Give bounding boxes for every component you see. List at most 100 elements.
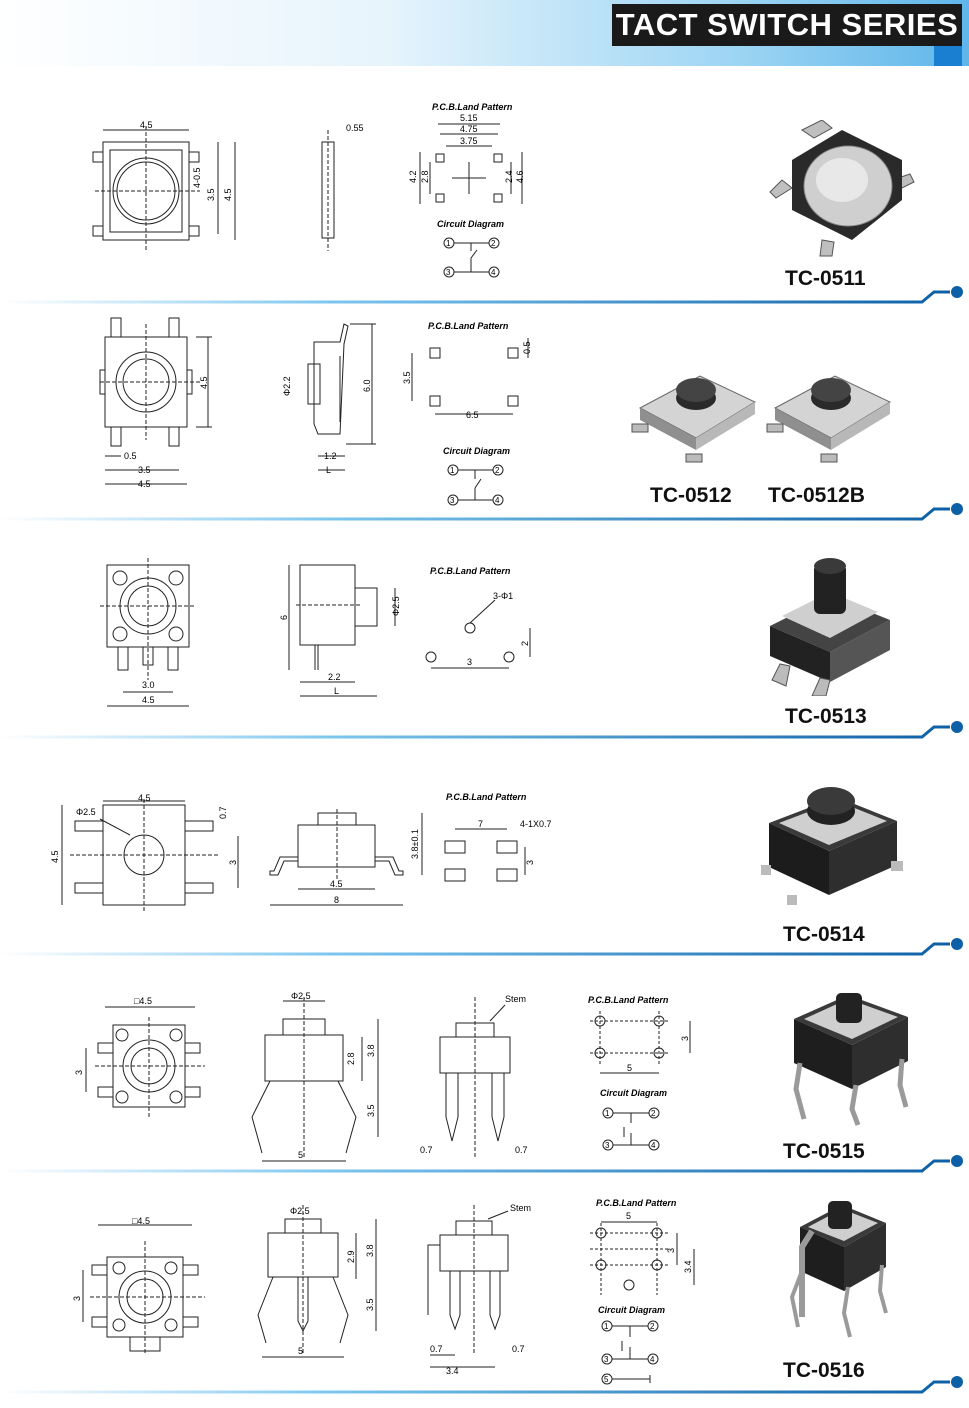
dim-label: Φ2.5	[76, 807, 96, 817]
dim-label: 1.2	[324, 451, 337, 461]
dim-label: 5.15	[460, 113, 478, 123]
pin-1: 1	[604, 1322, 609, 1331]
product-image-tc-0511	[769, 120, 915, 257]
product-image-tc-0514	[761, 787, 903, 905]
dim-label: 3.0	[142, 680, 155, 690]
pin-3: 3	[446, 268, 451, 277]
dim-label: 4.5	[138, 793, 151, 803]
dim-label: 4.75	[460, 124, 478, 134]
pin-1: 1	[605, 1109, 610, 1118]
dim-label: 5	[626, 1211, 631, 1221]
pcb-title: P.C.B.Land Pattern	[588, 995, 669, 1005]
dim-label: Φ2.5	[391, 596, 401, 616]
dim-label: 0.7	[218, 806, 228, 819]
dim-label: 6.5	[466, 410, 479, 420]
dim-label: 5	[298, 1150, 303, 1160]
dim-label: 3.75	[460, 136, 478, 146]
dim-label: 3	[525, 860, 535, 865]
product-image-tc-0515	[793, 993, 909, 1126]
pin-4: 4	[651, 1141, 656, 1150]
dim-label: 4.5	[199, 376, 209, 389]
pin-2: 2	[651, 1109, 656, 1118]
dim-label: 0.55	[346, 123, 364, 133]
pin-1: 1	[446, 239, 451, 248]
dim-label: 4-0.5	[192, 167, 202, 188]
dim-label: 3.4	[683, 1260, 693, 1273]
pcb-title: P.C.B.Land Pattern	[446, 792, 527, 802]
pcb-title: P.C.B.Land Pattern	[596, 1198, 677, 1208]
dim-label: 4-1X0.7	[520, 819, 552, 829]
product-image-tc-0512b	[766, 375, 892, 463]
dim-label: 0.7	[512, 1344, 525, 1354]
dim-label: 0.7	[515, 1145, 528, 1155]
dim-label: 6.0	[362, 379, 372, 392]
dim-label: 2.8	[420, 170, 430, 183]
dim-label: 3.8	[365, 1244, 375, 1257]
drawing-tc-0511: 4.5 0.55 4-0.5 3.5 4.5 P.C.B.Land Patter…	[92, 102, 525, 278]
dim-label: 4.5	[330, 879, 343, 889]
section-tc-0511: 4.5 0.55 4-0.5 3.5 4.5 P.C.B.Land Patter…	[0, 66, 969, 304]
dim-label: 0.5	[124, 451, 137, 461]
pin-5: 5	[604, 1375, 609, 1384]
dim-label: 4.2	[408, 170, 418, 183]
product-image-tc-0516	[789, 1201, 888, 1338]
pin-4: 4	[491, 268, 496, 277]
dim-label: □4.5	[132, 1216, 150, 1226]
model-label: TC-0512B	[768, 484, 865, 507]
section-tc-0513: 3.0 4.5 6 Φ2.5 2.2 L P.C.B.Land Pattern …	[0, 520, 969, 739]
circuit-title: Circuit Diagram	[600, 1088, 667, 1098]
model-label: TC-0515	[783, 1140, 865, 1163]
dim-label: 3	[666, 1248, 676, 1253]
dim-label: 4.5	[142, 695, 155, 705]
pin-3: 3	[450, 496, 455, 505]
product-image-tc-0513	[770, 558, 890, 696]
dim-label: 7	[478, 819, 483, 829]
dim-label: L	[326, 465, 331, 475]
pcb-title: P.C.B.Land Pattern	[430, 566, 511, 576]
circuit-title: Circuit Diagram	[443, 446, 510, 456]
dim-label: 3	[680, 1036, 690, 1041]
dim-label: 4.6	[515, 170, 525, 183]
pcb-title: P.C.B.Land Pattern	[428, 321, 509, 331]
dim-label: 3.5	[206, 188, 216, 201]
pin-4: 4	[650, 1355, 655, 1364]
dim-label: 2.8	[346, 1052, 356, 1065]
dim-label: Φ2.5	[291, 991, 311, 1001]
dim-label: 3.4	[446, 1366, 459, 1376]
product-image-tc-0512	[631, 375, 757, 463]
section-tc-0516: □4.5 3 Φ2.5 2.9 3.8 3.5 5 Stem 0.7 0.7 3…	[0, 1175, 969, 1398]
drawing-tc-0514: 4.5 Φ2.5 0.7 4.5 3 3.8±0.1 4.5 8 P.C.B.L…	[50, 792, 552, 911]
dim-label: 4.5	[223, 188, 233, 201]
model-label: TC-0512	[650, 484, 732, 507]
dim-label: 3.5	[138, 465, 151, 475]
dim-label: 3.5	[402, 371, 412, 384]
pin-2: 2	[495, 466, 500, 475]
dim-label: 3-Φ1	[493, 591, 513, 601]
stem-label: Stem	[505, 994, 526, 1004]
dim-label: Φ2.5	[290, 1206, 310, 1216]
dim-label: □4.5	[134, 996, 152, 1006]
dim-label: Φ2.2	[282, 376, 292, 396]
pin-2: 2	[650, 1322, 655, 1331]
pin-4: 4	[495, 496, 500, 505]
dim-label: 2.9	[346, 1250, 356, 1263]
model-label: TC-0511	[785, 267, 866, 290]
section-tc-0512: 4.5 0.5 3.5 4.5 Φ2.2 6.0 1.2 L P.C.B.Lan…	[0, 304, 969, 520]
dim-label: 6	[279, 615, 289, 620]
dim-label: 3	[74, 1070, 84, 1075]
dim-label: 5	[627, 1063, 632, 1073]
dim-label: 0.7	[430, 1344, 443, 1354]
dim-label: 3	[72, 1296, 82, 1301]
dim-label: 3.5	[365, 1298, 375, 1311]
circuit-title: Circuit Diagram	[598, 1305, 665, 1315]
dim-label: 3	[467, 657, 472, 667]
pin-3: 3	[604, 1355, 609, 1364]
dim-label: 4.5	[138, 479, 151, 489]
pcb-title: P.C.B.Land Pattern	[432, 102, 513, 112]
model-label: TC-0516	[783, 1359, 865, 1382]
stem-label: Stem	[510, 1203, 531, 1213]
section-tc-0514: 4.5 Φ2.5 0.7 4.5 3 3.8±0.1 4.5 8 P.C.B.L…	[0, 739, 969, 957]
pin-3: 3	[605, 1141, 610, 1150]
dim-label: 2.2	[328, 672, 341, 682]
model-label: TC-0513	[785, 705, 867, 728]
